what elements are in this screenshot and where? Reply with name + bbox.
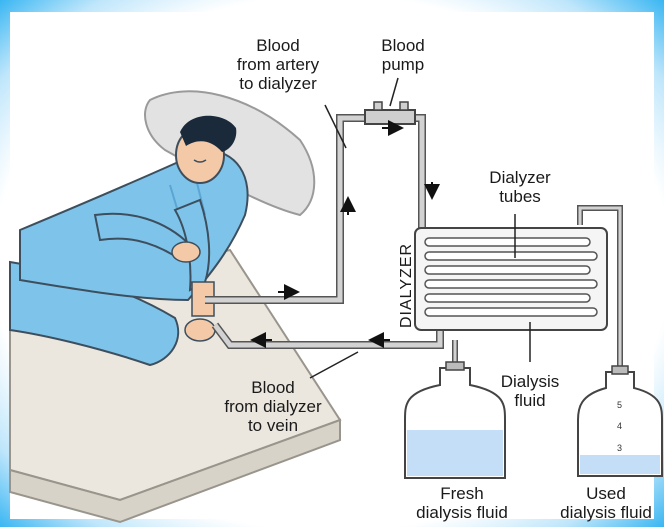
dialyzer <box>415 228 607 330</box>
bottle-mark-4: 4 <box>617 421 622 431</box>
label-dialysis-fluid: Dialysis fluid <box>485 372 575 410</box>
bottle-mark-5: 5 <box>617 400 622 410</box>
patient <box>10 150 248 365</box>
label-blood-pump: Blood pump <box>368 36 438 74</box>
label-blood-from-dialyzer: Blood from dialyzer to vein <box>208 378 338 435</box>
bottle-mark-3: 3 <box>617 443 622 453</box>
label-used-dialysis-fluid: Used dialysis fluid <box>548 484 664 522</box>
label-dialyzer-tubes: Dialyzer tubes <box>480 168 560 206</box>
label-blood-from-artery: Blood from artery to dialyzer <box>218 36 338 93</box>
label-fresh-dialysis-fluid: Fresh dialysis fluid <box>404 484 520 522</box>
label-dialyzer: DIALYZER <box>398 243 416 328</box>
